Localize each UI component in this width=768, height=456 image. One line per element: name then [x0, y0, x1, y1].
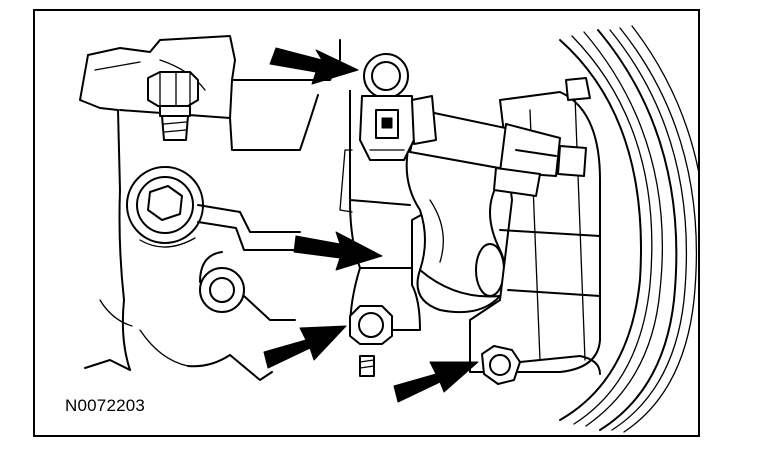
engine-block: [79, 35, 341, 381]
hose-clamp: [409, 109, 587, 197]
callout-arrow-3: [263, 325, 347, 369]
bracket-arm: [197, 204, 301, 321]
pulley: [559, 25, 698, 433]
top-bolt: [147, 71, 199, 141]
callout-arrow-4: [393, 361, 479, 403]
lower-bolt-left: [349, 305, 393, 345]
callout-arrow-2: [293, 231, 383, 271]
hose: [405, 139, 521, 314]
sensor-connector: [359, 53, 437, 161]
callout-arrows: [263, 47, 479, 403]
illustration-frame: [33, 9, 700, 437]
figure-id-label: N0072203: [65, 396, 146, 415]
callout-arrow-1: [269, 47, 359, 85]
small-stud: [359, 355, 375, 377]
engine-component-drawing: [79, 25, 698, 433]
mount-bolt: [126, 166, 204, 248]
lower-bolt-right: [481, 345, 601, 385]
